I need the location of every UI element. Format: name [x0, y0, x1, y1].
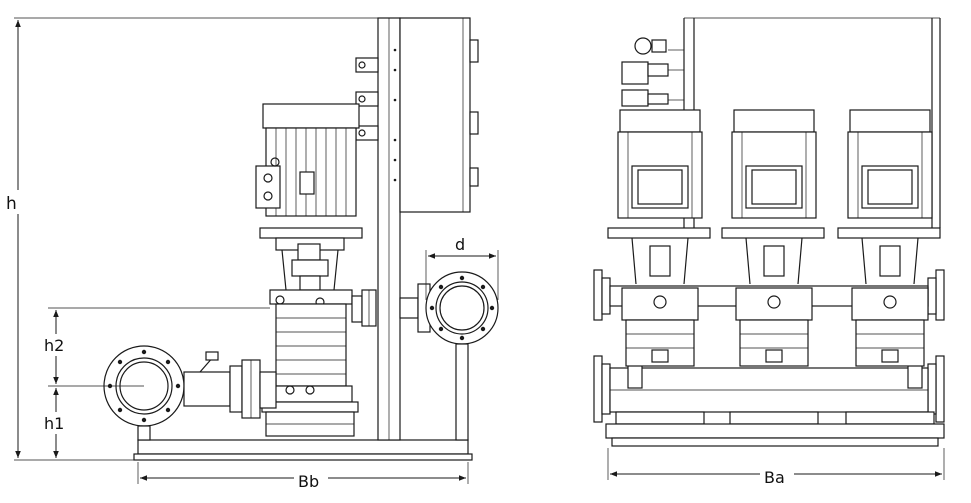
side-discharge-pipe	[351, 289, 419, 327]
side-view	[14, 17, 499, 484]
dimension-label-bb: Bb	[298, 472, 319, 491]
pressure-switches	[355, 57, 379, 141]
suction-flange	[103, 345, 277, 441]
control-cabinet	[399, 17, 471, 213]
dimension-label-h1: h1	[44, 414, 64, 433]
dimension-label-h2: h2	[44, 336, 64, 355]
base-frame	[137, 439, 469, 455]
front-view	[593, 17, 945, 480]
front-pressure-switches	[621, 37, 684, 107]
front-pump-3	[837, 109, 941, 425]
dimension-label-ba: Ba	[764, 468, 785, 487]
front-pump-1	[607, 109, 711, 425]
front-base-frame	[605, 423, 945, 439]
dimension-label-h: h	[6, 194, 17, 214]
side-motor	[255, 103, 363, 251]
dimension-label-d: d	[455, 235, 465, 254]
discharge-flange	[417, 271, 499, 441]
front-pump-2	[721, 109, 825, 425]
side-coupling	[281, 243, 339, 291]
side-pump-body	[261, 289, 359, 437]
